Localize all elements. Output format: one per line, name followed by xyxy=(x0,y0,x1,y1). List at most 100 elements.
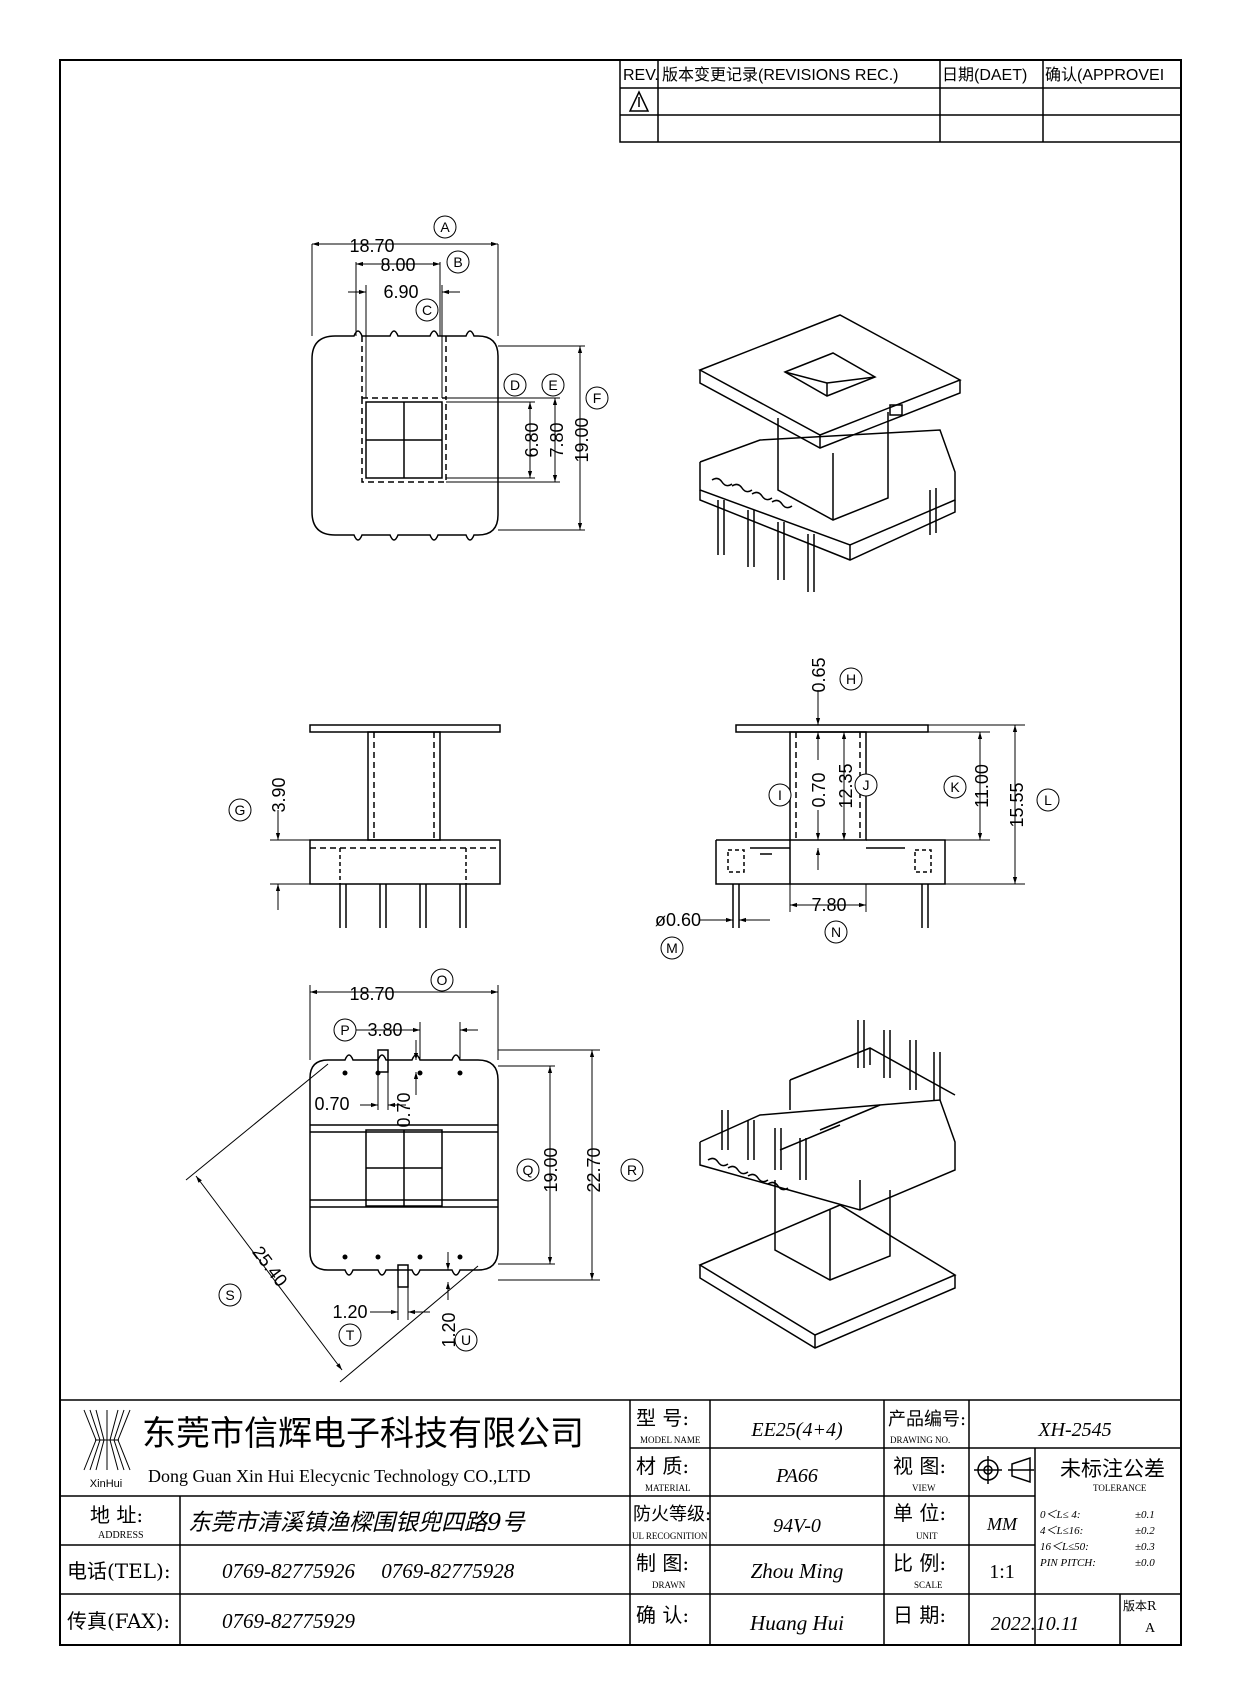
model-value: EE25(4+4) xyxy=(750,1419,843,1441)
bottom-view xyxy=(309,1049,499,1288)
version-value: A xyxy=(1145,1621,1156,1636)
fax-value: 0769-82775929 xyxy=(222,1609,355,1633)
model-label: 型 号: xyxy=(636,1406,689,1430)
approve-header: 确认(APPROVEI xyxy=(1045,66,1164,84)
revision-table xyxy=(619,59,1182,143)
view-label: 视 图: xyxy=(893,1454,946,1478)
dim-r-text: 22.70 xyxy=(584,1147,604,1192)
third-angle-projection-icon xyxy=(974,1456,1034,1484)
rev-header: REV. xyxy=(623,67,659,84)
ul-label-en: UL RECOGNITION xyxy=(632,1531,708,1541)
callout-e-label: E xyxy=(548,377,557,393)
isometric-view-2 xyxy=(698,1020,957,1349)
revisions-record-header: 版本变更记录(REVISIONS REC.) xyxy=(662,66,898,84)
company-name-en: Dong Guan Xin Hui Elecycnic Technology C… xyxy=(148,1466,531,1486)
dim-c-text: 6.90 xyxy=(383,282,418,302)
company-name-cn: 东莞市信辉电子科技有限公司 xyxy=(142,1414,584,1454)
callout-a xyxy=(433,215,457,239)
xinhui-logo-icon xyxy=(83,1409,131,1471)
callout-p-label: P xyxy=(340,1022,349,1038)
dim-m-text: ø0.60 xyxy=(655,910,701,930)
tol-row-1-range: 0＜L≤ 4: xyxy=(1040,1509,1081,1521)
callout-j-label: J xyxy=(863,777,870,793)
tel-value: 0769-82775926 0769-82775928 xyxy=(222,1559,515,1583)
top-view xyxy=(311,330,499,541)
dim-p-text: 3.80 xyxy=(367,1020,402,1040)
dim-t-text: 1.20 xyxy=(332,1302,367,1322)
callout-r xyxy=(620,1158,644,1182)
callout-f-label: F xyxy=(593,390,602,406)
sheet-border xyxy=(59,59,1182,1646)
dim-q-text: 19.00 xyxy=(541,1147,561,1192)
date-label: 日 期: xyxy=(893,1603,946,1627)
material-label: 材 质: xyxy=(636,1454,689,1478)
version-label: 版本R xyxy=(1123,1599,1157,1613)
model-label-en: MODEL NAME xyxy=(640,1435,701,1445)
material-label-en: MATERIAL xyxy=(645,1483,691,1493)
check-label: 确 认: xyxy=(636,1603,689,1627)
callout-l-label: L xyxy=(1044,792,1052,808)
dim-i-text: 0.70 xyxy=(809,772,829,807)
dim-a-text: 18.70 xyxy=(349,236,394,256)
callout-g xyxy=(228,798,252,822)
unit-label-en: UNIT xyxy=(916,1531,938,1541)
tol-row-2-value: ±0.2 xyxy=(1135,1525,1155,1537)
tol-row-2-range: 4＜L≤16: xyxy=(1040,1525,1083,1537)
tolerance-label-en: TOLERANCE xyxy=(1093,1483,1147,1493)
dim-b-text: 8.00 xyxy=(380,255,415,275)
callout-b-label: B xyxy=(453,254,462,270)
scale-label-en: SCALE xyxy=(914,1580,943,1590)
drawn-label: 制 图: xyxy=(636,1551,689,1575)
dim-j-text: 12.35 xyxy=(836,763,856,808)
dim-n-text: 7.80 xyxy=(811,895,846,915)
callout-r-label: R xyxy=(627,1162,637,1178)
callout-m xyxy=(660,936,684,960)
address-label-en: ADDRESS xyxy=(98,1530,144,1541)
callout-h-label: H xyxy=(846,671,856,687)
dim-h-text: 0.65 xyxy=(809,657,829,692)
callout-q xyxy=(516,1158,540,1182)
callout-e xyxy=(541,373,565,397)
callout-b xyxy=(446,250,470,274)
dim-l-text: 15.55 xyxy=(1007,782,1027,827)
callout-d xyxy=(503,373,527,397)
callout-o-label: O xyxy=(437,972,448,988)
callout-u-label: U xyxy=(461,1332,471,1348)
callout-g-label: G xyxy=(235,802,246,818)
callout-m-label: M xyxy=(666,940,678,956)
dim-s-text: 25.40 xyxy=(248,1242,291,1290)
drawn-value: Zhou Ming xyxy=(751,1559,844,1583)
dim-d-text: 6.80 xyxy=(522,422,542,457)
callout-c-label: C xyxy=(422,302,432,318)
callout-t xyxy=(338,1323,362,1347)
dim-u-text: 1.20 xyxy=(439,1312,459,1347)
dim-p2-text: 0.70 xyxy=(314,1094,349,1114)
callout-i xyxy=(768,783,792,807)
unit-label: 单 位: xyxy=(893,1501,946,1525)
callout-j xyxy=(854,773,878,797)
ul-value: 94V-0 xyxy=(773,1515,821,1537)
date-value: 2022.10.11 xyxy=(991,1613,1080,1635)
callout-k xyxy=(943,775,967,799)
check-value: Huang Hui xyxy=(749,1611,844,1635)
tol-row-3-range: 16＜L≤50: xyxy=(1040,1541,1089,1553)
callout-p xyxy=(333,1018,357,1042)
callout-f xyxy=(585,386,609,410)
drawn-label-en: DRAWN xyxy=(652,1580,686,1590)
callout-k-label: K xyxy=(950,779,960,795)
callout-d-label: D xyxy=(510,377,520,393)
callout-h xyxy=(839,667,863,691)
callout-n-label: N xyxy=(831,924,841,940)
fax-label: 传真(FAX): xyxy=(67,1609,170,1633)
callout-q-label: Q xyxy=(523,1162,534,1178)
callout-o xyxy=(430,968,454,992)
tel-label: 电话(TEL): xyxy=(67,1559,171,1583)
title-block xyxy=(59,1399,1182,1646)
tol-row-1-value: ±0.1 xyxy=(1135,1509,1155,1521)
revision-triangle-icon xyxy=(628,90,650,112)
view-label-en: VIEW xyxy=(912,1483,936,1493)
unit-value: MM xyxy=(986,1514,1018,1534)
tolerance-label: 未标注公差 xyxy=(1060,1457,1165,1481)
callout-n xyxy=(824,920,848,944)
